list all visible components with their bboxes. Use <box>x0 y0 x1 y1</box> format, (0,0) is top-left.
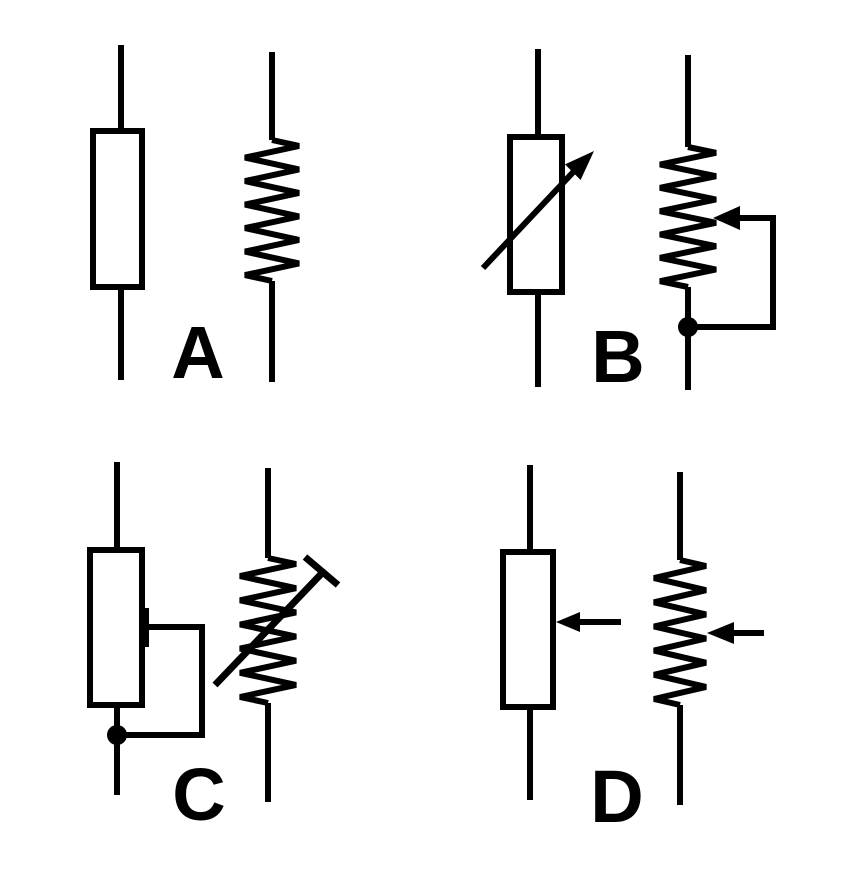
preset-adjust-shaft <box>212 568 327 688</box>
ansi-preset-trimmer-resistor-icon <box>212 468 341 802</box>
resistor-box <box>90 128 145 290</box>
ansi-rheostat-tapped-icon <box>659 55 776 390</box>
panel-b-label: B <box>591 315 644 398</box>
panel-a-label: A <box>171 311 224 394</box>
wiper-arrow-head-icon <box>707 622 734 644</box>
variable-arrow-head-icon <box>565 151 594 180</box>
wiper-arrow-head-icon <box>556 612 580 632</box>
resistor-zigzag <box>653 557 707 708</box>
iec-variable-resistor-icon <box>480 49 594 387</box>
iec-potentiometer-icon <box>500 465 621 800</box>
panel-a: A <box>90 45 300 394</box>
preset-tbar-cap <box>302 554 341 588</box>
iec-tapped-resistor-icon <box>87 462 205 795</box>
tap-contact-nub <box>139 608 149 647</box>
tap-loop-wire <box>688 215 776 330</box>
tap-loop-wire <box>117 624 205 738</box>
panel-c: C <box>87 462 341 836</box>
panel-b: B <box>480 49 776 398</box>
resistor-zigzag <box>244 137 300 284</box>
resistor-zigzag <box>659 144 717 290</box>
resistor-box <box>500 549 556 710</box>
variable-arrow-shaft <box>480 164 581 271</box>
ansi-fixed-resistor-icon <box>244 52 300 382</box>
tap-arrow-head-icon <box>713 206 740 230</box>
resistor-box <box>87 547 145 708</box>
ansi-potentiometer-icon <box>653 472 764 805</box>
panel-d-label: D <box>590 755 643 838</box>
panel-c-label: C <box>172 753 225 836</box>
panel-d: D <box>500 465 764 838</box>
iec-fixed-resistor-icon <box>90 45 145 380</box>
junction-dot-icon <box>678 317 698 337</box>
